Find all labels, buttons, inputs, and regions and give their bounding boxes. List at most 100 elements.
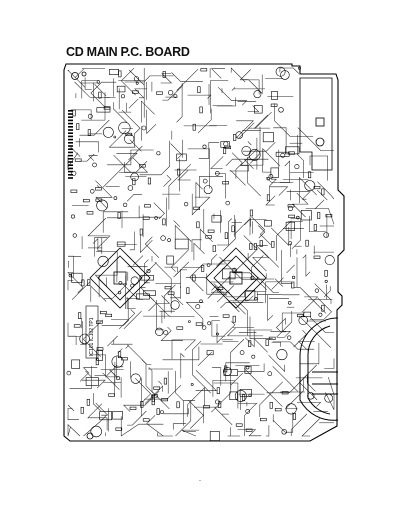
trace	[109, 369, 115, 397]
trace	[230, 372, 243, 386]
via-pad	[188, 320, 191, 323]
edge-pin	[68, 135, 73, 138]
capacitor-outline	[155, 327, 164, 337]
trace	[297, 127, 334, 151]
smd-component	[222, 314, 230, 318]
capacitor-outline	[304, 180, 316, 191]
trace	[126, 275, 140, 299]
capacitor-outline	[234, 390, 247, 402]
trace	[212, 367, 222, 386]
trace	[170, 143, 182, 159]
trace	[160, 73, 173, 84]
via-pad	[163, 330, 169, 336]
edge-pin	[68, 154, 73, 157]
trace	[272, 412, 294, 433]
smd-component	[233, 134, 237, 141]
trace	[163, 408, 189, 415]
trace	[67, 70, 86, 88]
trace	[144, 384, 182, 400]
trace	[92, 238, 103, 252]
trace	[187, 148, 210, 189]
smd-component	[86, 398, 90, 406]
left-edge-connector	[68, 110, 73, 179]
smd-component	[164, 286, 172, 290]
trace	[127, 410, 147, 426]
smd-component	[153, 386, 160, 390]
smd-component	[307, 171, 312, 179]
trace	[67, 424, 81, 437]
edge-pin	[68, 151, 73, 154]
trace	[279, 160, 290, 183]
smd-component	[121, 357, 128, 361]
trace	[175, 371, 196, 401]
trace	[309, 155, 328, 181]
trace	[286, 264, 295, 274]
trace	[108, 130, 136, 148]
trace	[230, 169, 246, 186]
ic-footprint	[223, 369, 238, 376]
smd-component	[205, 235, 212, 239]
trace	[237, 429, 262, 437]
smd-component	[232, 315, 236, 323]
trace	[217, 87, 248, 106]
via-pad	[245, 409, 250, 414]
trace	[192, 341, 211, 394]
ic-footprint	[206, 350, 214, 356]
trace	[140, 234, 153, 254]
trace	[155, 269, 181, 288]
trace	[274, 103, 314, 137]
trace	[67, 404, 75, 412]
via-pad	[146, 269, 151, 274]
trace	[189, 263, 226, 292]
trace	[75, 141, 99, 153]
via-pad	[216, 288, 221, 293]
trace	[157, 432, 173, 437]
trace	[168, 164, 191, 210]
trace	[87, 217, 111, 249]
trace	[276, 317, 286, 333]
smd-component	[162, 218, 166, 226]
ic-footprint	[244, 366, 252, 374]
smd-component	[274, 408, 282, 412]
trace	[273, 127, 287, 153]
trace	[323, 286, 331, 298]
trace	[211, 382, 232, 413]
trace	[82, 319, 103, 357]
via-pad	[90, 189, 95, 194]
trace	[138, 205, 162, 218]
smd-component	[177, 168, 181, 176]
ic-footprint	[222, 268, 236, 280]
smd-component	[317, 212, 321, 219]
trace	[301, 418, 320, 437]
smd-component	[192, 123, 196, 131]
smd-component	[86, 211, 94, 215]
trace	[120, 67, 136, 96]
smd-component	[95, 358, 99, 366]
via-pad	[215, 171, 220, 176]
smd-component	[95, 187, 102, 191]
edge-pin	[68, 132, 73, 134]
trace	[79, 119, 110, 136]
trace	[94, 237, 108, 257]
edge-pin	[68, 113, 73, 115]
mounting-holes	[71, 71, 94, 440]
smd-component	[203, 405, 210, 409]
ic-footprint	[270, 91, 278, 100]
trace	[175, 269, 188, 276]
trace	[199, 228, 213, 250]
capacitor-outline	[102, 126, 114, 138]
trace	[172, 294, 184, 306]
via-pad	[195, 304, 201, 310]
trace	[89, 354, 106, 376]
via-pad	[250, 275, 255, 280]
trace	[225, 158, 269, 167]
trace	[214, 173, 226, 199]
trace	[198, 142, 220, 159]
edge-pin	[68, 148, 73, 150]
capacitor-outline	[203, 185, 213, 194]
trace	[135, 378, 152, 403]
ic-footprint	[245, 290, 256, 301]
trace	[269, 178, 277, 187]
via-pad	[323, 232, 330, 238]
trace	[269, 186, 289, 196]
